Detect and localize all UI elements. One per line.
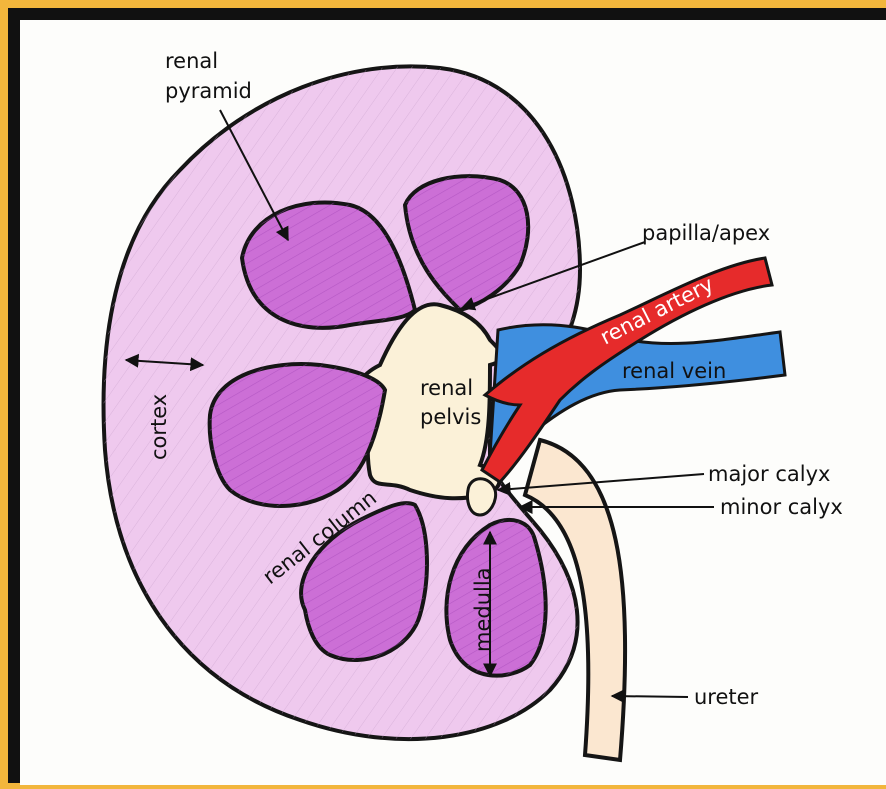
diagram-canvas: renal pyramid papilla/apex renal artery … [20, 20, 886, 785]
label-renal-vein: renal vein [622, 359, 726, 383]
label-renal-pelvis-line1: renal [420, 376, 473, 400]
label-cortex: cortex [147, 394, 171, 460]
label-renal-pyramid-line2: pyramid [165, 79, 252, 103]
label-renal-artery: renal artery [596, 272, 717, 349]
label-ureter: ureter [694, 685, 759, 709]
minor-calyx-cup [468, 479, 496, 515]
label-medulla: medulla [471, 567, 495, 652]
label-papilla-apex: papilla/apex [642, 221, 770, 245]
label-major-calyx: major calyx [708, 462, 830, 486]
diagram-frame: renal pyramid papilla/apex renal artery … [8, 8, 886, 783]
label-renal-pelvis-line2: pelvis [420, 405, 481, 429]
label-renal-pyramid-line1: renal [165, 49, 218, 73]
kidney-diagram: renal pyramid papilla/apex renal artery … [20, 20, 886, 785]
label-minor-calyx: minor calyx [720, 495, 843, 519]
